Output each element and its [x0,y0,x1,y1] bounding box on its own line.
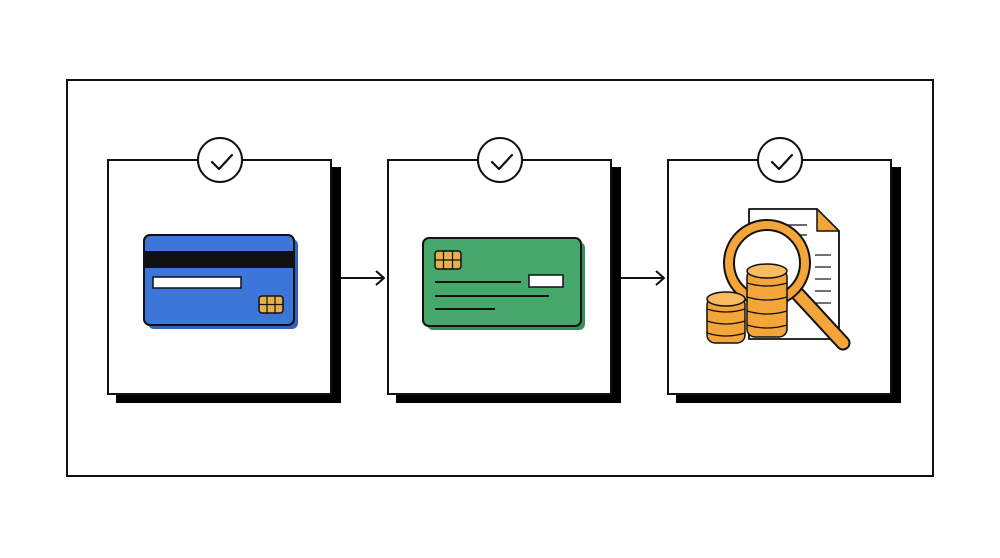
chip-icon [258,295,284,314]
arrow-right-icon [620,270,665,286]
step-card-back [107,159,332,395]
checkmark-icon [490,153,514,171]
step-card-front [387,159,612,395]
status-badge [197,137,243,183]
signature-panel [152,276,242,289]
credit-card-front-icon [422,237,585,330]
checkmark-icon [210,153,234,171]
step-card-review [667,159,892,395]
card-number-panel [528,274,564,288]
checkmark-icon [770,153,794,171]
magnetic-stripe [144,251,294,268]
process-frame [66,79,934,477]
coin-stack-icon [706,291,746,344]
status-badge [477,137,523,183]
coin-stack-icon [746,263,788,338]
magnifier-handle [787,283,851,351]
credit-card-back-icon [143,234,298,329]
arrow-right-icon [340,270,385,286]
coins-magnifier-document-icon [706,208,851,351]
chip-icon [434,250,462,270]
status-badge [757,137,803,183]
